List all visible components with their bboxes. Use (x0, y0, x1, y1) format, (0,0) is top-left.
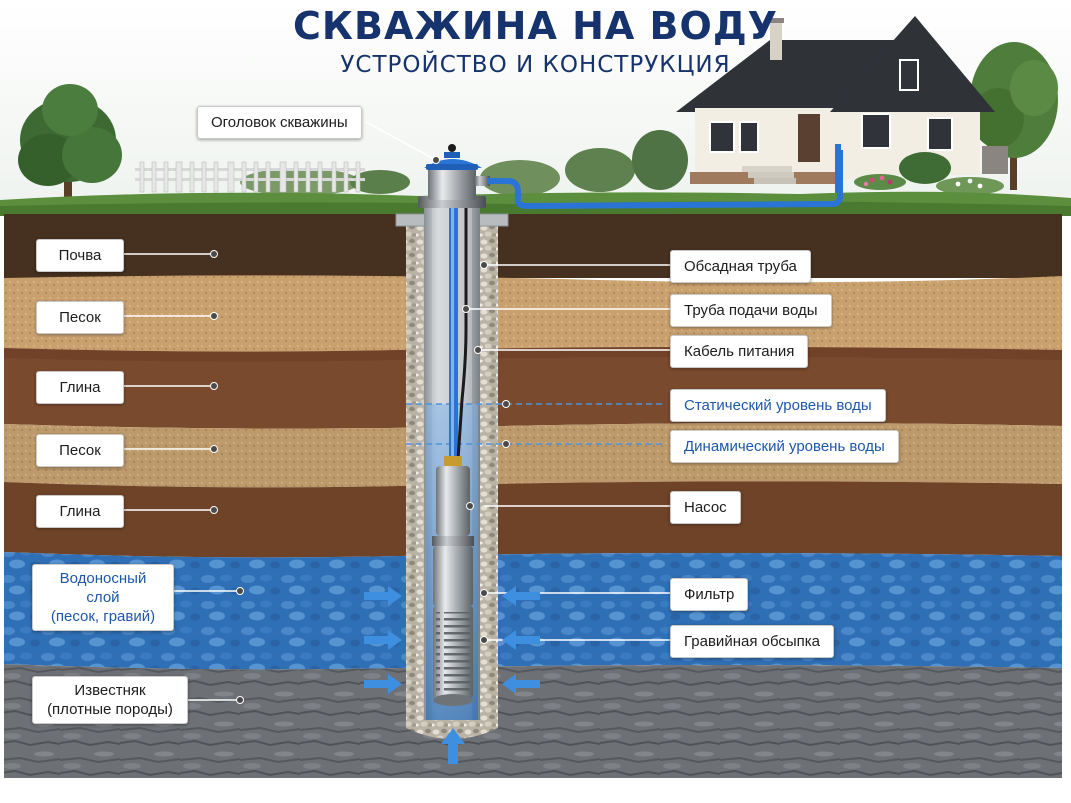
label-clay-2: Глина (36, 495, 124, 528)
label-static-level: Статический уровень воды (670, 389, 886, 422)
page-title: СКВАЖИНА НА ВОДУ (293, 4, 778, 48)
layer-sand-1 (4, 275, 1062, 352)
house-icon (676, 16, 1008, 195)
page-subtitle: УСТРОЙСТВО И КОНСТРУКЦИЯ (340, 52, 731, 78)
label-soil: Почва (36, 239, 124, 272)
power-cable (456, 200, 468, 461)
tree-icon (18, 84, 122, 200)
label-aquifer-line-1: Водоносный слой (59, 570, 147, 606)
label-filter: Фильтр (670, 578, 749, 611)
layer-soil (4, 214, 1062, 278)
label-dynamic-level: Динамический уровень воды (670, 430, 899, 463)
water-flow-arrow-icon (364, 586, 540, 764)
label-pump: Насос (670, 491, 741, 524)
label-limestone-line-2: (плотные породы) (47, 701, 173, 718)
label-power-cable: Кабель питания (670, 335, 809, 368)
layer-sand-2 (4, 423, 1062, 488)
wellhead (418, 144, 490, 208)
label-sand-2: Песок (36, 434, 124, 467)
surface-supply-pipe (488, 150, 843, 210)
label-wellhead: Оголовок скважины (197, 106, 362, 139)
leader-dots (210, 156, 510, 704)
label-sand-1: Песок (36, 301, 124, 334)
label-casing: Обсадная труба (670, 250, 811, 283)
tree-icon (970, 42, 1058, 190)
label-limestone-line-1: Известняк (74, 682, 146, 699)
label-supply-pipe: Труба подачи воды (670, 294, 832, 327)
fence-icon (135, 161, 365, 193)
label-aquifer: Водоносный слой (песок, гравий) (32, 564, 174, 631)
label-clay-1: Глина (36, 371, 124, 404)
layer-clay-2 (4, 481, 1062, 558)
label-aquifer-line-2: (песок, гравий) (50, 608, 156, 625)
label-limestone: Известняк (плотные породы) (32, 676, 188, 724)
pump (432, 456, 474, 706)
label-gravel-pack: Гравийная обсыпка (670, 625, 835, 658)
layer-limestone (4, 664, 1062, 778)
